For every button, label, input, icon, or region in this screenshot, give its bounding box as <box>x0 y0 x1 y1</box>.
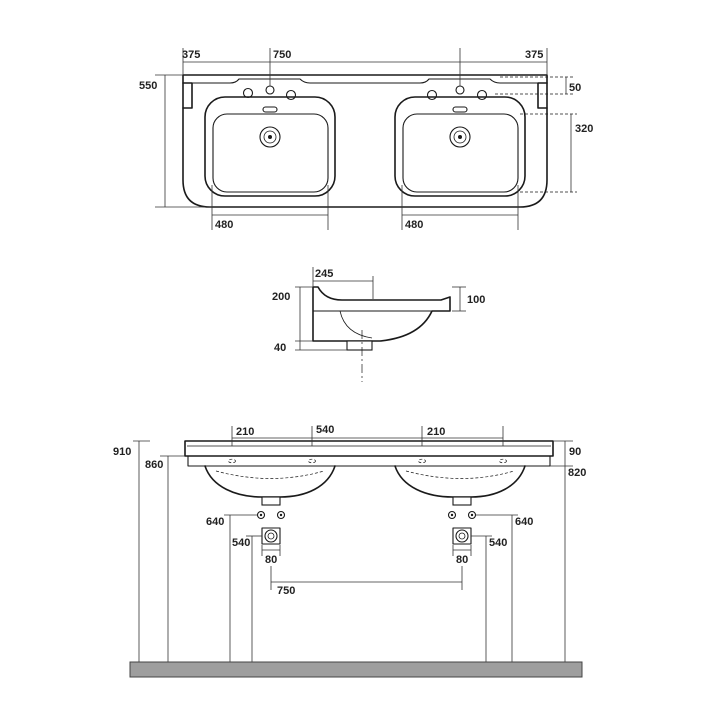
dim-label-underside-height: 820 <box>568 467 586 479</box>
fixing-hole <box>418 458 426 464</box>
supply-connection <box>276 510 286 520</box>
dim-label-overhang-right: 375 <box>525 49 543 61</box>
dim-label-basin-spacing: 750 <box>273 49 291 61</box>
waste-trap-ring <box>455 529 469 543</box>
front-bowl-left <box>204 465 336 506</box>
side-bowl-curve <box>339 310 373 339</box>
drain-plug <box>458 135 462 139</box>
dim-label-overhang-left: 375 <box>182 49 200 61</box>
back-deck-edge <box>192 78 538 84</box>
basin-left <box>204 85 336 197</box>
basin-rim <box>204 96 336 197</box>
plan-outline <box>182 74 548 208</box>
bowl-outline <box>204 465 336 498</box>
dim-label-waste-width-right: 80 <box>456 554 468 566</box>
front-view: 210 540 210 910 860 90 820 <box>113 424 586 678</box>
drain-inner <box>453 130 467 144</box>
dim-label-bowl-width-right: 480 <box>405 219 423 231</box>
bowl-outline <box>394 465 526 498</box>
supply-connection <box>467 510 477 520</box>
tap-hole <box>426 89 438 101</box>
side-view: 245 200 40 100 <box>272 267 485 382</box>
supply-connection-core <box>279 513 283 517</box>
dim-label-front-height: 100 <box>467 294 485 306</box>
bowl-inner-curve <box>215 470 325 479</box>
bowl-waste-outlet <box>261 496 281 506</box>
dim-label-supply-height-left: 640 <box>206 516 224 528</box>
side-profile-outline <box>312 286 451 342</box>
slab-lower-band <box>187 456 551 467</box>
waste-trap-core <box>458 532 466 540</box>
side-waste-outlet <box>346 340 373 351</box>
dim-label-deck-depth: 50 <box>569 82 581 94</box>
tap-hole <box>242 87 254 99</box>
overflow-slot <box>262 106 278 113</box>
basin-bowl <box>402 113 519 193</box>
tap-hole <box>265 85 275 95</box>
fixing-hole <box>499 458 507 464</box>
basin-right <box>394 85 526 197</box>
basin-bowl <box>212 113 329 193</box>
dim-label-waste-spacing: 750 <box>277 585 295 597</box>
wall-bracket-right <box>537 82 548 109</box>
waste-trap-core <box>267 532 275 540</box>
bowl-inner-curve <box>405 470 515 479</box>
drain-outer <box>449 126 471 148</box>
dim-label-waste-height-left: 540 <box>232 537 250 549</box>
dim-label-top-thickness: 90 <box>569 446 581 458</box>
tap-hole <box>476 89 488 101</box>
plan-view: 375 750 375 550 50 320 480 480 <box>139 48 593 231</box>
fixing-hole <box>228 458 236 464</box>
dim-label-bowl-width-left: 480 <box>215 219 233 231</box>
waste-trap-ring <box>264 529 278 543</box>
countertop-slab <box>184 440 554 457</box>
drain-inner <box>263 130 277 144</box>
bowl-waste-outlet <box>452 496 472 506</box>
dim-label-fixing-span: 540 <box>316 424 334 436</box>
dim-label-fixing-right: 210 <box>427 426 445 438</box>
drain-outer <box>259 126 281 148</box>
dim-label-waste-height-right: 540 <box>489 537 507 549</box>
tap-hole <box>285 89 297 101</box>
dim-label-total-height: 200 <box>272 291 290 303</box>
dim-label-fixing-left: 210 <box>236 426 254 438</box>
tap-hole <box>455 85 465 95</box>
supply-connection-core <box>259 513 263 517</box>
dim-label-bowl-depth: 320 <box>575 123 593 135</box>
supply-connection-core <box>470 513 474 517</box>
dim-label-depth: 550 <box>139 80 157 92</box>
overflow-slot <box>452 106 468 113</box>
dim-label-rim-height: 860 <box>145 459 163 471</box>
front-bowl-right <box>394 465 526 506</box>
supply-connection <box>256 510 266 520</box>
drain-plug <box>268 135 272 139</box>
supply-connection-core <box>450 513 454 517</box>
dim-label-supply-height-right: 640 <box>515 516 533 528</box>
wall-bracket-left <box>182 82 193 109</box>
basin-rim <box>394 96 526 197</box>
dim-label-waste-drop: 40 <box>274 342 286 354</box>
fixing-hole <box>308 458 316 464</box>
dim-label-waste-width-left: 80 <box>265 554 277 566</box>
dim-label-top-height: 910 <box>113 446 131 458</box>
dim-label-rim-depth: 245 <box>315 268 333 280</box>
floor <box>129 661 583 678</box>
supply-connection <box>447 510 457 520</box>
